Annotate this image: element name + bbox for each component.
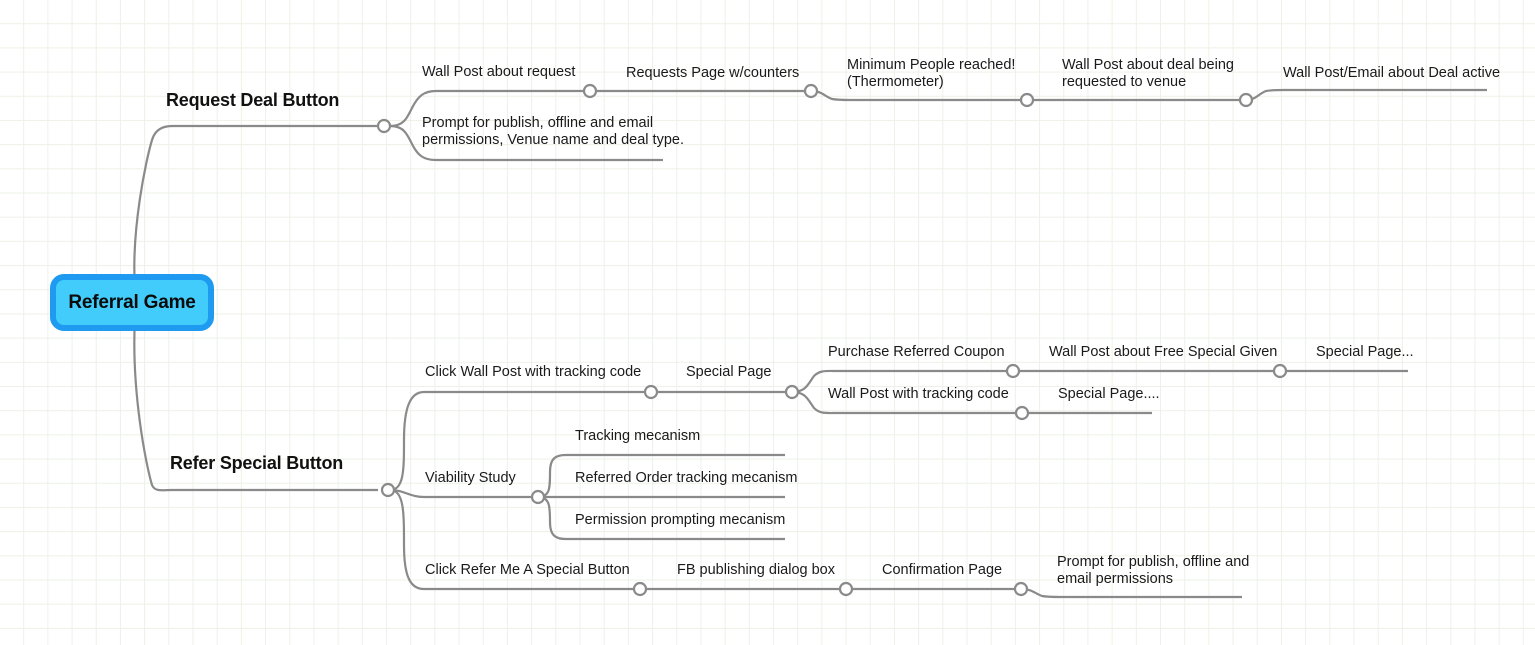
node-label-click-refer-me-a-special-button[interactable]: Click Refer Me A Special Button bbox=[425, 562, 630, 578]
node-label-requests-page-w-counters[interactable]: Requests Page w/counters bbox=[626, 65, 800, 81]
knob-wall-post-deal-venue[interactable] bbox=[1238, 92, 1254, 108]
node-label-prompt-for-publish-email-permissions[interactable]: Prompt for publish, offline and email pe… bbox=[1057, 554, 1250, 587]
node-label-wall-post-email-deal-active[interactable]: Wall Post/Email about Deal active bbox=[1283, 65, 1501, 81]
knob-fb-dialog-prev[interactable] bbox=[632, 581, 648, 597]
node-label-special-page-ellipsis-4[interactable]: Special Page.... bbox=[1058, 386, 1160, 402]
wire-request-n2-to-n3 bbox=[810, 89, 1027, 102]
knob-layer bbox=[376, 83, 1288, 597]
knob-confirmation-page[interactable] bbox=[1013, 581, 1029, 597]
node-label-confirmation-page[interactable]: Confirmation Page bbox=[882, 562, 1003, 578]
wire-request-n4-to-end bbox=[1245, 88, 1487, 102]
node-label-permission-prompting-mecanism[interactable]: Permission prompting mecanism bbox=[575, 512, 786, 528]
branch-label-request-deal-button[interactable]: Request Deal Button bbox=[166, 90, 340, 110]
node-label-wall-post-deal-requested-to-venue[interactable]: Wall Post about deal being requested to … bbox=[1062, 57, 1234, 90]
node-label-tracking-mecanism[interactable]: Tracking mecanism bbox=[575, 428, 701, 444]
node-label-special-page[interactable]: Special Page bbox=[686, 364, 772, 380]
node-label-wall-post-about-free-special-given[interactable]: Wall Post about Free Special Given bbox=[1049, 344, 1278, 360]
wire-refer-split-mid bbox=[389, 488, 538, 499]
knob-wall-post-free-special[interactable] bbox=[1272, 363, 1288, 379]
node-label-purchase-referred-coupon[interactable]: Purchase Referred Coupon bbox=[828, 344, 1005, 360]
node-label-wall-post-with-tracking-code[interactable]: Wall Post with tracking code bbox=[828, 386, 1009, 402]
node-label-fb-publishing-dialog-box[interactable]: FB publishing dialog box bbox=[677, 562, 835, 578]
node-label-prompt-for-publish-venue[interactable]: Prompt for publish, offline and email pe… bbox=[422, 115, 684, 148]
branch-label-refer-special-button[interactable]: Refer Special Button bbox=[170, 453, 344, 473]
knob-wall-post-about-request[interactable] bbox=[582, 83, 598, 99]
node-label-wall-post-about-request[interactable]: Wall Post about request bbox=[422, 64, 576, 80]
knob-wall-post-tracking-code[interactable] bbox=[1014, 405, 1030, 421]
knob-click-wall-post[interactable] bbox=[643, 384, 659, 400]
root-node-referral-game[interactable]: Referral Game bbox=[50, 274, 214, 331]
node-label-referred-order-tracking-mecanism[interactable]: Referred Order tracking mecanism bbox=[575, 470, 798, 486]
node-label-special-page-ellipsis-3[interactable]: Special Page... bbox=[1316, 344, 1414, 360]
knob-requests-page[interactable] bbox=[803, 83, 819, 99]
knob-special-page[interactable] bbox=[784, 384, 800, 400]
knob-purchase-referred-coupon[interactable] bbox=[1005, 363, 1021, 379]
knob-minimum-people[interactable] bbox=[1019, 92, 1035, 108]
knob-request-branch[interactable] bbox=[376, 118, 392, 134]
knob-fb-publishing-dialog[interactable] bbox=[838, 581, 854, 597]
knob-refer-branch[interactable] bbox=[380, 482, 396, 498]
node-label-minimum-people-reached[interactable]: Minimum People reached! (Thermometer) bbox=[847, 57, 1016, 90]
root-node-label: Referral Game bbox=[68, 291, 196, 313]
knob-viability-study[interactable] bbox=[530, 489, 546, 505]
node-label-click-wall-post-with-tracking-code[interactable]: Click Wall Post with tracking code bbox=[425, 364, 642, 380]
wire-refer-down-n3-to-tail bbox=[1020, 587, 1242, 599]
wire-root-to-request-deal bbox=[133, 124, 378, 289]
node-label-viability-study[interactable]: Viability Study bbox=[425, 470, 516, 486]
